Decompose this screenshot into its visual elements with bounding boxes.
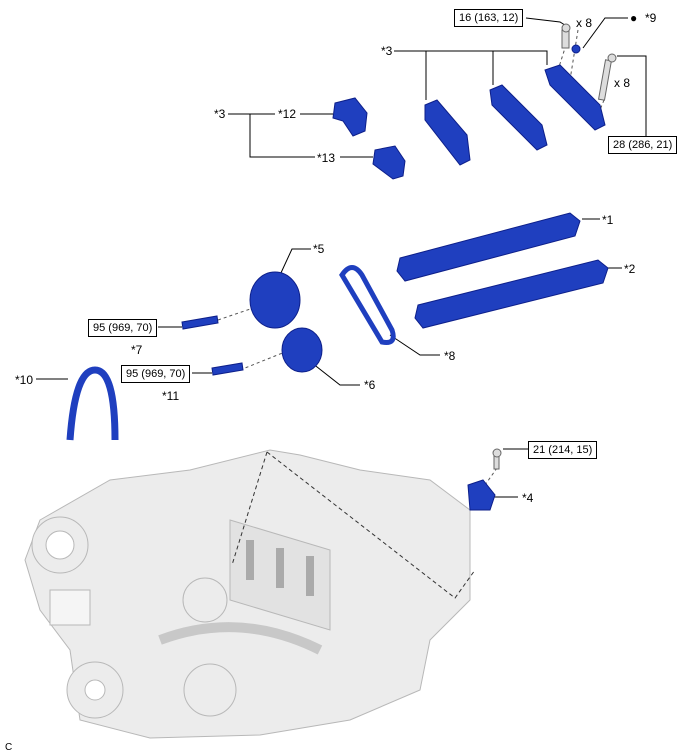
callout-6: *6 xyxy=(364,378,376,392)
leader-lines xyxy=(36,17,647,498)
new-part-marker: ● xyxy=(630,11,638,25)
callout-3: *3 xyxy=(381,44,393,58)
callout-5: *5 xyxy=(313,242,325,256)
chain-8 xyxy=(339,265,396,345)
seal-9 xyxy=(571,44,581,54)
cam-cap-13 xyxy=(372,145,406,180)
torque-spec-box: 28 (286, 21) xyxy=(608,136,678,154)
camshaft-1 xyxy=(396,212,581,282)
bolt-7 xyxy=(181,315,219,330)
sprocket-6 xyxy=(281,327,323,373)
cam-cap-b xyxy=(489,84,548,151)
callout-8: *8 xyxy=(444,349,456,363)
dashed-outline xyxy=(266,451,476,599)
cam-cap-12 xyxy=(332,97,368,137)
callout-13: *13 xyxy=(317,151,336,165)
callout-11: *11 xyxy=(162,389,180,403)
cam-cap-c xyxy=(424,99,471,166)
callout-3: *3 xyxy=(214,107,226,121)
cam-cap-a xyxy=(544,64,606,131)
figure-code: C xyxy=(5,742,13,753)
torque-spec-box: 21 (214, 15) xyxy=(528,441,598,459)
bolt-28 xyxy=(597,59,613,101)
torque-spec-box: 16 (163, 12) xyxy=(454,9,524,27)
torque-spec-box: 95 (969, 70) xyxy=(88,319,158,337)
bolt-16 xyxy=(561,29,570,49)
engine-block xyxy=(24,449,471,739)
quantity-label: x 8 xyxy=(614,76,631,90)
callout-12: *12 xyxy=(278,107,297,121)
camshaft-2 xyxy=(414,259,609,329)
callout-1: *1 xyxy=(602,213,614,227)
callout-4: *4 xyxy=(522,491,534,505)
bolt-11 xyxy=(211,362,244,376)
quantity-label: x 8 xyxy=(576,16,593,30)
torque-spec-box: 95 (969, 70) xyxy=(121,365,191,383)
bolts xyxy=(492,23,617,470)
chain-10 xyxy=(66,366,119,441)
callout-10: *10 xyxy=(15,373,34,387)
callout-9: *9 xyxy=(645,11,657,25)
sensor-4 xyxy=(467,479,496,511)
blue-parts xyxy=(66,44,609,511)
callout-7: *7 xyxy=(131,343,143,357)
callout-2: *2 xyxy=(624,262,636,276)
sprocket-5 xyxy=(249,271,301,329)
